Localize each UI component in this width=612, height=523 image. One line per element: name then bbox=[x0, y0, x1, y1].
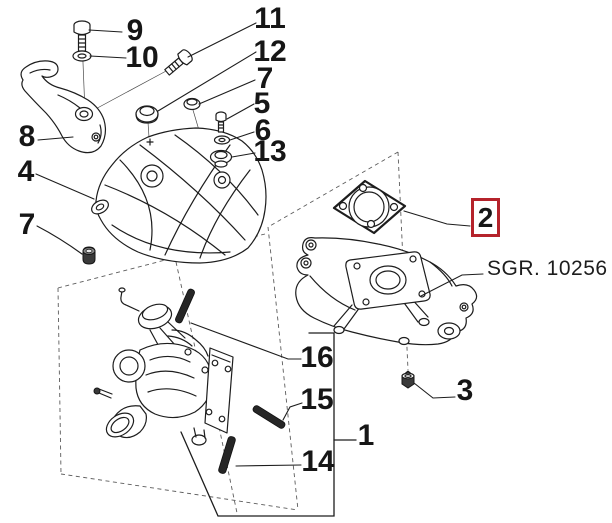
washer-10-drawing bbox=[72, 50, 92, 62]
callout-10[interactable]: 10 bbox=[125, 41, 159, 74]
callout-5[interactable]: 5 bbox=[253, 87, 271, 120]
label-sgr-reference[interactable]: SGR. 10256 bbox=[487, 257, 608, 280]
callout-3[interactable]: 3 bbox=[456, 374, 474, 407]
stud-14-drawing bbox=[218, 436, 236, 474]
stud-15-drawing bbox=[252, 405, 286, 429]
grommet-13-drawing bbox=[209, 149, 233, 168]
cap-nut-7-upper-drawing bbox=[183, 97, 201, 111]
exhaust-manifold-drawing bbox=[295, 237, 478, 346]
turbocharger-drawing bbox=[93, 287, 234, 446]
callout-8[interactable]: 8 bbox=[18, 120, 36, 153]
bolt-9-drawing bbox=[73, 20, 91, 52]
callout-13[interactable]: 13 bbox=[253, 135, 287, 168]
callout-11[interactable]: 11 bbox=[254, 2, 286, 35]
grommet-12-drawing bbox=[135, 105, 159, 124]
washer-6-drawing bbox=[213, 135, 231, 145]
nut-7-lower-drawing bbox=[82, 246, 96, 265]
callout-9[interactable]: 9 bbox=[126, 14, 144, 47]
gasket-2-drawing bbox=[332, 179, 407, 235]
callout-15[interactable]: 15 bbox=[300, 383, 334, 416]
callout-16[interactable]: 16 bbox=[300, 341, 334, 374]
callout-4[interactable]: 4 bbox=[17, 155, 35, 188]
callout-6[interactable]: 6 bbox=[254, 114, 272, 147]
callout-12[interactable]: 12 bbox=[253, 35, 287, 68]
leader-lines bbox=[35, 22, 484, 467]
bracket-8-drawing bbox=[20, 60, 107, 154]
heat-shield-4-drawing bbox=[91, 127, 267, 264]
callout-7-upper[interactable]: 7 bbox=[256, 62, 274, 95]
callout-2-selected[interactable]: 2 bbox=[471, 198, 500, 237]
callout-7-lower[interactable]: 7 bbox=[18, 208, 36, 241]
group-bracket-1 bbox=[180, 332, 357, 517]
stud-16-drawing bbox=[175, 288, 195, 324]
bolt-5-drawing bbox=[215, 111, 227, 133]
bolt-11-drawing bbox=[164, 49, 193, 76]
callout-1[interactable]: 1 bbox=[357, 419, 375, 452]
callout-14[interactable]: 14 bbox=[301, 445, 335, 478]
nut-3-drawing bbox=[401, 370, 415, 389]
